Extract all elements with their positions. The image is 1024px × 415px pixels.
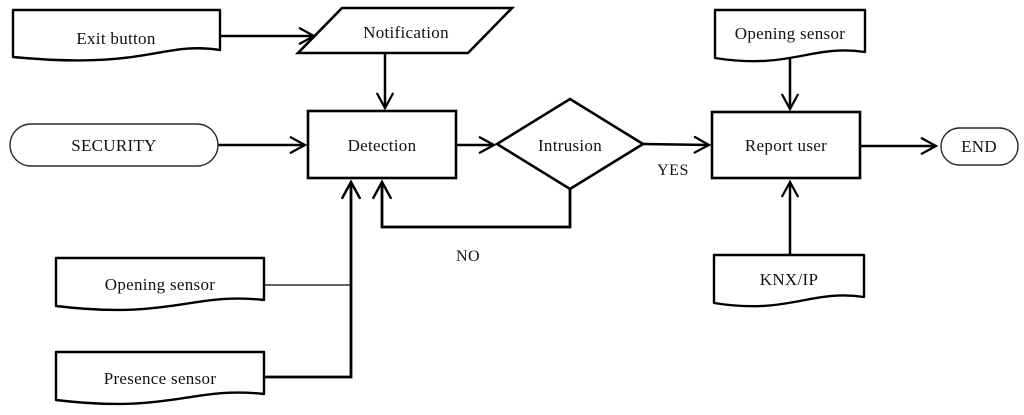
node-label: Opening sensor (735, 24, 845, 43)
node-label: END (961, 137, 997, 156)
node-opening-sensor-left: Opening sensor (54, 256, 266, 312)
document-shape (11, 8, 222, 62)
node-label: Report user (745, 136, 827, 155)
decision-shape (494, 97, 646, 191)
edge-intrusion-yes-to-report: YES (642, 135, 712, 179)
node-report-user: Report user (710, 110, 862, 180)
edge-line (264, 179, 361, 379)
node-exit-button: Exit button (11, 8, 222, 62)
document-shape (54, 256, 266, 312)
node-detection: Detection (306, 109, 458, 180)
document-shape (713, 8, 867, 63)
node-knx-ip: KNX/IP (712, 253, 866, 308)
node-label: SECURITY (71, 136, 157, 155)
node-notification: Notification (294, 6, 516, 55)
node-label: Detection (348, 136, 417, 155)
node-label: Intrusion (538, 136, 602, 155)
edge-line (642, 135, 712, 154)
edge-line (372, 179, 572, 229)
edge-intrusion-no-loop: NO (372, 179, 572, 265)
node-security: SECURITY (9, 123, 219, 167)
document-shape (712, 253, 866, 308)
node-end: END (940, 127, 1019, 166)
parallelogram-shape (294, 6, 516, 55)
node-label: Opening sensor (105, 275, 215, 294)
terminator-shape (9, 123, 219, 167)
edge-label-yes: YES (657, 162, 689, 179)
document-shape (54, 350, 266, 406)
node-opening-sensor-top: Opening sensor (713, 8, 867, 63)
node-label: Presence sensor (104, 369, 217, 388)
node-intrusion: Intrusion (494, 97, 646, 191)
node-label: Exit button (76, 29, 156, 48)
node-label: Notification (363, 23, 449, 42)
process-shape (306, 109, 458, 180)
node-presence-sensor: Presence sensor (54, 350, 266, 406)
node-label: KNX/IP (760, 270, 818, 289)
edge-label-no: NO (456, 248, 480, 265)
terminator-shape (940, 127, 1019, 166)
edge-presence-sensor-trunk-to-detection (264, 179, 361, 379)
process-shape (710, 110, 862, 180)
